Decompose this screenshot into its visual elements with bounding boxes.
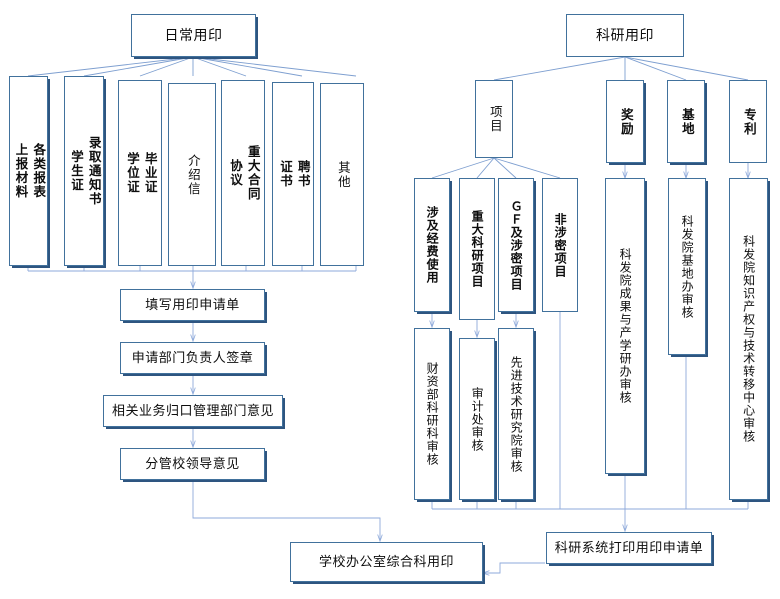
node-rv-jidi[interactable]: 科发院基地办审核: [668, 178, 706, 355]
node-label: 审计处审核: [470, 386, 485, 452]
node-label: 介绍信: [185, 153, 200, 196]
node-label: 分管校领导意见: [145, 455, 240, 471]
node-label: 财资部科研科审核: [425, 362, 440, 466]
node-label: 学校办公室综合科用印: [318, 553, 454, 569]
node-step-sign[interactable]: 申请部门负责人签章: [120, 342, 265, 374]
node-step-dept[interactable]: 相关业务归口管理部门意见: [103, 395, 283, 427]
node-rv-caizi[interactable]: 财资部科研科审核: [414, 328, 450, 500]
node-label: 先进技术研究院审核: [509, 355, 524, 473]
node-label: 项目: [487, 105, 502, 133]
node-label: 各类报表 上报材料: [13, 143, 46, 199]
node-pt-jingfei[interactable]: 涉及经费使用: [414, 178, 450, 312]
node-cat-hetong[interactable]: 重大合同 协议: [221, 80, 265, 266]
node-label: 录取通知书 学生证: [69, 136, 101, 206]
node-rv-shenji[interactable]: 审计处审核: [459, 338, 495, 500]
node-label: 填写用印申请单: [145, 296, 240, 312]
node-pt-gf[interactable]: ＧＦ及涉密项目: [498, 178, 534, 312]
node-label: 相关业务归口管理部门意见: [111, 402, 274, 418]
node-label: 聘书 证书: [278, 160, 310, 188]
node-pt-feishemi[interactable]: 非涉密项目: [542, 178, 578, 312]
node-daily-seal-root[interactable]: 日常用印: [131, 14, 256, 57]
node-cat-xiangmu[interactable]: 项目: [475, 80, 513, 158]
node-label: 涉及经费使用: [425, 206, 440, 284]
node-cat-pinshu[interactable]: 聘书 证书: [272, 82, 314, 266]
node-label: 重大科研项目: [470, 210, 485, 288]
node-label: 其他: [335, 160, 350, 189]
node-pt-zhongda[interactable]: 重大科研项目: [459, 178, 495, 320]
node-label: 科发院基地办审核: [680, 214, 695, 319]
node-label: 科研用印: [596, 26, 654, 43]
node-label: 奖励: [618, 107, 633, 136]
node-label: 毕业证 学位证: [125, 152, 157, 194]
node-rv-chengguo[interactable]: 科发院成果与产学研办审核: [605, 178, 645, 474]
node-label: 科研系统打印用印申请单: [554, 539, 704, 555]
node-label: 基地: [679, 107, 694, 136]
node-cat-biye[interactable]: 毕业证 学位证: [118, 80, 162, 266]
node-cat-jieshao[interactable]: 介绍信: [168, 83, 216, 266]
node-rv-xianjin[interactable]: 先进技术研究院审核: [498, 328, 534, 500]
node-cat-baobiao[interactable]: 各类报表 上报材料: [9, 76, 48, 266]
node-rv-zhishi[interactable]: 科发院知识产权与技术转移中心审核: [729, 178, 768, 500]
node-cat-luqu[interactable]: 录取通知书 学生证: [64, 76, 104, 266]
node-label: 专利: [741, 107, 756, 136]
node-step-print[interactable]: 科研系统打印用印申请单: [546, 532, 712, 564]
node-label: 日常用印: [164, 26, 223, 43]
node-cat-zhuanli[interactable]: 专利: [729, 80, 767, 163]
node-step-final[interactable]: 学校办公室综合科用印: [290, 542, 483, 582]
node-research-seal-root[interactable]: 科研用印: [566, 14, 684, 57]
node-label: 非涉密项目: [553, 212, 568, 278]
node-label: 科发院成果与产学研办审核: [618, 248, 633, 404]
node-step-leader[interactable]: 分管校领导意见: [120, 448, 265, 480]
node-label: ＧＦ及涉密项目: [509, 199, 524, 291]
node-cat-jiangli[interactable]: 奖励: [606, 80, 644, 163]
node-label: 科发院知识产权与技术转移中心审核: [741, 235, 756, 443]
node-cat-jidi[interactable]: 基地: [667, 80, 705, 163]
node-cat-qita[interactable]: 其他: [320, 83, 364, 266]
node-label: 申请部门负责人签章: [131, 349, 254, 365]
node-label: 重大合同 协议: [228, 145, 260, 201]
node-step-fill[interactable]: 填写用印申请单: [120, 289, 265, 321]
